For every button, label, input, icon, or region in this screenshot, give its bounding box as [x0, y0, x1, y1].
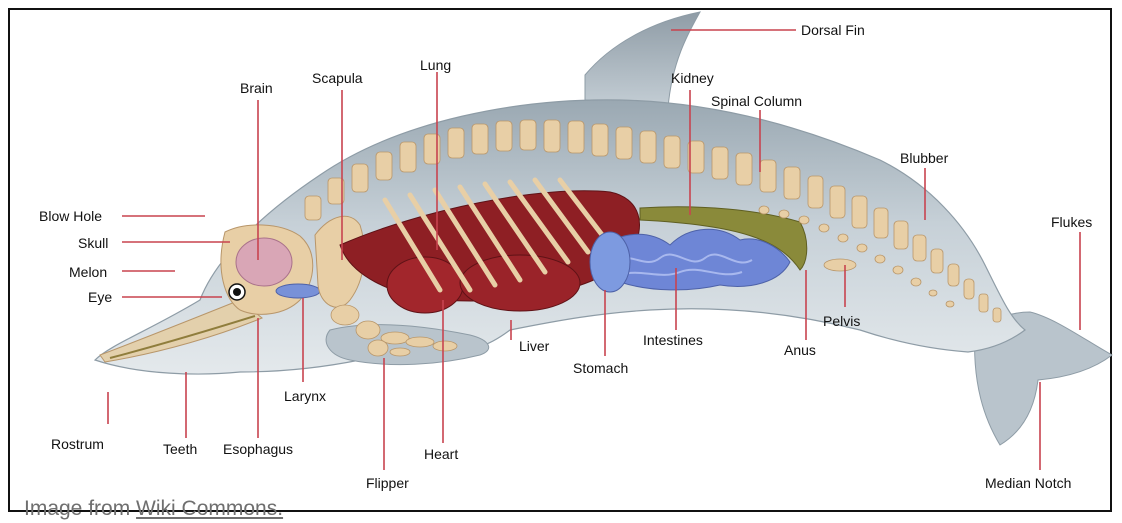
- label-rostrum: Rostrum: [51, 436, 104, 452]
- label-median-notch: Median Notch: [985, 475, 1071, 491]
- label-dorsal-fin: Dorsal Fin: [801, 22, 865, 38]
- stomach-shape: [590, 232, 630, 292]
- label-intestines: Intestines: [643, 332, 703, 348]
- label-flukes: Flukes: [1051, 214, 1092, 230]
- label-esophagus: Esophagus: [223, 441, 293, 457]
- label-lung: Lung: [420, 57, 451, 73]
- label-liver: Liver: [519, 338, 549, 354]
- label-melon: Melon: [69, 264, 107, 280]
- label-scapula: Scapula: [312, 70, 363, 86]
- liver-shape: [460, 255, 580, 311]
- label-anus: Anus: [784, 342, 816, 358]
- label-eye: Eye: [88, 289, 112, 305]
- larynx-shape: [276, 284, 320, 298]
- wiki-commons-link[interactable]: Wiki Commons.: [136, 497, 283, 520]
- pelvis-shape: [824, 259, 856, 271]
- label-brain: Brain: [240, 80, 273, 96]
- label-kidney: Kidney: [671, 70, 714, 86]
- label-skull: Skull: [78, 235, 108, 251]
- caption-prefix: Image from: [24, 497, 136, 520]
- label-stomach: Stomach: [573, 360, 628, 376]
- label-larynx: Larynx: [284, 388, 326, 404]
- label-flipper: Flipper: [366, 475, 409, 491]
- label-blubber: Blubber: [900, 150, 948, 166]
- image-caption: Image from Wiki Commons.: [24, 497, 283, 521]
- label-blow-hole: Blow Hole: [39, 208, 102, 224]
- label-teeth: Teeth: [163, 441, 197, 457]
- dorsal-fin-shape: [585, 12, 700, 108]
- label-pelvis: Pelvis: [823, 313, 860, 329]
- label-spinal-column: Spinal Column: [711, 93, 802, 109]
- brain-shape: [236, 238, 292, 286]
- label-heart: Heart: [424, 446, 458, 462]
